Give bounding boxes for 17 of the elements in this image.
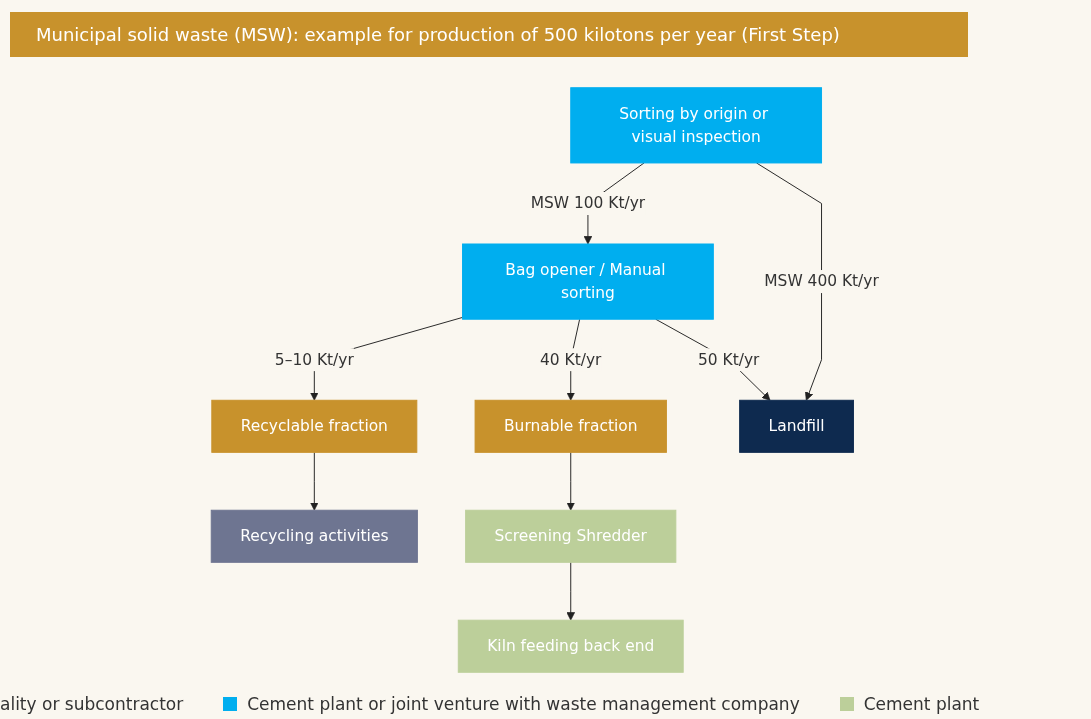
legend-label: Cement plant or joint venture with waste management company xyxy=(247,694,800,714)
edge-label: 50 Kt/yr xyxy=(698,350,760,369)
edge-label: 5–10 Kt/yr xyxy=(275,350,355,369)
node-box: Recyclable fraction xyxy=(211,399,418,453)
node-box: Landfill xyxy=(739,399,855,453)
title-banner: Municipal solid waste (MSW): example for production of 500 kilotons per year (First Step) xyxy=(10,12,968,57)
node-box: Burnable fraction xyxy=(475,399,668,453)
legend-label: Cement plant xyxy=(863,694,980,714)
node-box: Screening Shredder xyxy=(465,509,677,563)
node-box: Recycling activities xyxy=(211,509,419,563)
edge-label: MSW 400 Kt/yr xyxy=(764,271,880,291)
edge-label: MSW 100 Kt/yr xyxy=(531,193,646,213)
edge-label: 40 Kt/yr xyxy=(540,350,602,369)
node-box: Bag opener / Manual sorting xyxy=(462,243,715,320)
node-box: Kiln feeding back end xyxy=(458,619,685,673)
legend-label: ality or subcontractor xyxy=(0,694,184,714)
node-box: Sorting by origin or visual inspection xyxy=(570,87,823,164)
